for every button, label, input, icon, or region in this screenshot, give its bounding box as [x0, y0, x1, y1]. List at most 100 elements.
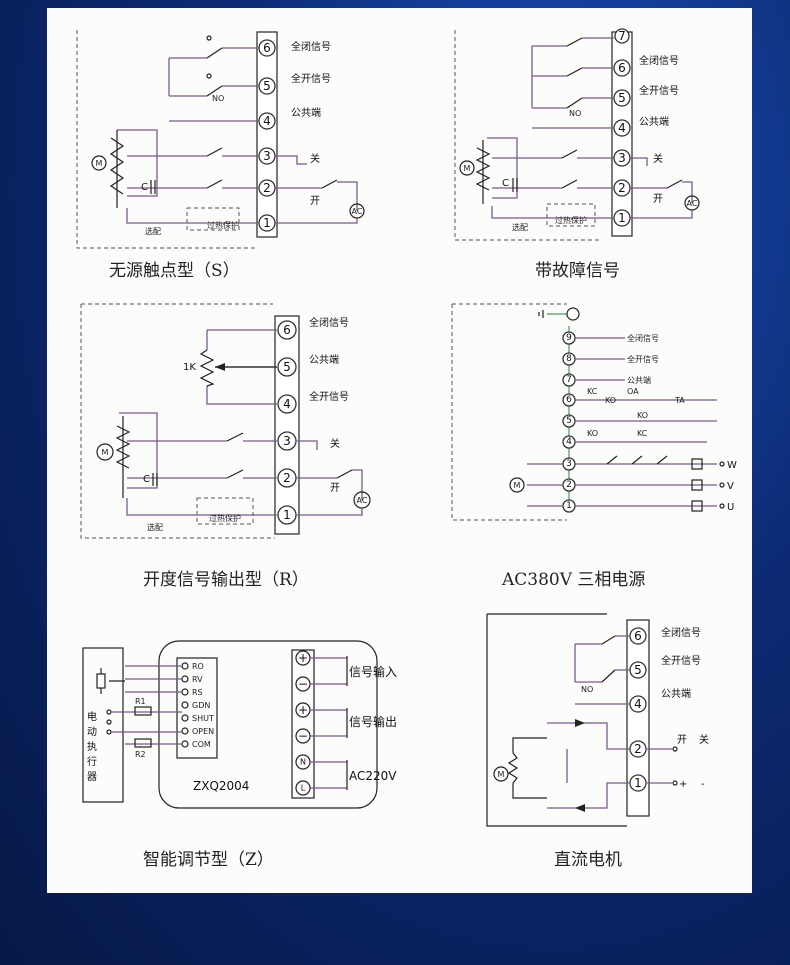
svg-text:M: M	[464, 164, 471, 173]
svg-text:公共端: 公共端	[627, 375, 651, 385]
svg-text:NO: NO	[212, 94, 224, 103]
svg-text:全开信号: 全开信号	[627, 354, 659, 364]
terminals-ac380: 9 8 7 6 5 4 3 2 1	[562, 331, 576, 513]
svg-text:7: 7	[566, 375, 572, 385]
svg-text:全闭信号: 全闭信号	[661, 626, 701, 639]
svg-text:4: 4	[618, 121, 626, 135]
svg-text:C: C	[143, 474, 150, 485]
svg-text:V: V	[727, 481, 734, 492]
svg-text:OPEN: OPEN	[192, 727, 214, 736]
svg-text:开: 开	[677, 735, 687, 746]
svg-text:OA: OA	[627, 387, 639, 396]
z-terminals: + − + − N L	[295, 650, 311, 796]
svg-text:N: N	[300, 758, 306, 767]
svg-text:5: 5	[263, 79, 271, 93]
svg-text:4: 4	[634, 697, 642, 711]
svg-text:TA: TA	[674, 396, 685, 405]
wiring-diagram-sheet: 6 5 4 3 2 1 NO M C 过热保护 选配 AC 全闭信号 全开信号 …	[47, 8, 752, 893]
svg-text:KC: KC	[587, 387, 598, 396]
svg-text:选配: 选配	[147, 522, 163, 532]
label-s-t5: 全开信号	[291, 72, 331, 85]
svg-text:COM: COM	[192, 740, 211, 749]
svg-text:R1: R1	[135, 697, 146, 706]
svg-text:AC: AC	[352, 207, 363, 216]
svg-text:全开信号: 全开信号	[661, 654, 701, 667]
svg-text:6: 6	[283, 323, 291, 337]
svg-text:AC220V: AC220V	[349, 769, 397, 783]
svg-text:NO: NO	[581, 685, 593, 694]
svg-text:1: 1	[263, 216, 271, 230]
svg-text:5: 5	[283, 360, 291, 374]
svg-text:全开信号: 全开信号	[309, 390, 349, 403]
caption-dc: 直流电机	[554, 850, 622, 870]
svg-text:C: C	[141, 182, 148, 193]
svg-text:KO: KO	[587, 429, 598, 438]
svg-text:NO: NO	[569, 109, 581, 118]
svg-text:9: 9	[566, 333, 572, 343]
svg-text:5: 5	[618, 91, 626, 105]
svg-text:2: 2	[263, 181, 271, 195]
svg-text:1: 1	[283, 508, 291, 522]
caption-fault: 带故障信号	[535, 261, 620, 281]
svg-text:+: +	[298, 703, 308, 717]
panel-z: 电 动 执 行 器 RO RV RS GDN SHUT OPEN COM ZXQ…	[82, 640, 397, 809]
caption-s: 无源触点型（S）	[109, 261, 240, 281]
svg-text:行: 行	[87, 755, 97, 768]
svg-text:信号输出: 信号输出	[349, 714, 397, 729]
terminals-r: 6 5 4 3 2 1	[277, 320, 297, 525]
svg-text:3: 3	[263, 149, 271, 163]
svg-text:选配: 选配	[512, 222, 528, 232]
svg-text:5: 5	[634, 663, 642, 677]
svg-text:-: -	[701, 779, 705, 790]
svg-text:M: M	[102, 448, 109, 457]
svg-text:关: 关	[330, 437, 340, 450]
svg-text:U: U	[727, 502, 734, 513]
svg-text:公共端: 公共端	[639, 115, 669, 128]
svg-text:关: 关	[653, 152, 663, 165]
svg-text:3: 3	[618, 151, 626, 165]
svg-text:开: 开	[330, 483, 340, 494]
svg-text:信号输入: 信号输入	[349, 664, 397, 679]
svg-text:2: 2	[566, 480, 572, 490]
svg-text:+: +	[679, 779, 687, 790]
panel-dc: 6 5 4 2 1 NO M 全闭信号 全开信号 公共端 开 关 + -	[486, 613, 709, 827]
svg-text:C: C	[502, 178, 509, 189]
panel-ac380: 9 8 7 6 5 4 3 2 1 全闭信号 全开信号 公共端 KC KO OA…	[451, 303, 737, 521]
svg-text:SHUT: SHUT	[192, 714, 214, 723]
caption-ac380: AC380V 三相电源	[502, 570, 646, 590]
svg-text:过热保护: 过热保护	[209, 513, 241, 523]
svg-text:M: M	[498, 770, 505, 779]
svg-text:6: 6	[634, 629, 642, 643]
actuator-box	[82, 647, 124, 803]
svg-text:过热保护: 过热保护	[207, 220, 239, 230]
svg-text:6: 6	[618, 61, 626, 75]
wiring-diagrams: 6 5 4 3 2 1 NO M C 过热保护 选配 AC 全闭信号 全开信号 …	[76, 28, 737, 827]
svg-text:M: M	[514, 481, 521, 490]
svg-text:AC: AC	[357, 496, 368, 505]
svg-text:+: +	[298, 651, 308, 665]
label-s-t4: 公共端	[291, 106, 321, 119]
svg-text:2: 2	[634, 742, 642, 756]
panel-s: 6 5 4 3 2 1 NO M C 过热保护 选配 AC 全闭信号 全开信号 …	[76, 30, 365, 249]
svg-text:−: −	[298, 677, 308, 691]
svg-text:7: 7	[618, 29, 626, 43]
svg-text:KO: KO	[605, 396, 616, 405]
svg-text:执: 执	[87, 740, 97, 753]
svg-text:L: L	[301, 784, 306, 793]
svg-text:2: 2	[618, 181, 626, 195]
svg-text:全闭信号: 全闭信号	[309, 316, 349, 329]
svg-text:AC: AC	[687, 199, 698, 208]
svg-text:过热保护: 过热保护	[555, 215, 587, 225]
svg-text:4: 4	[283, 397, 291, 411]
svg-text:全闭信号: 全闭信号	[639, 54, 679, 67]
svg-text:开: 开	[653, 194, 663, 205]
label-s-t2: 开	[310, 196, 320, 207]
svg-text:KC: KC	[637, 429, 648, 438]
terminals-fault: 7 6 5 4 3 2 1	[613, 28, 631, 227]
svg-text:3: 3	[566, 459, 572, 469]
label-s-t6: 全闭信号	[291, 40, 331, 53]
svg-text:选配: 选配	[145, 226, 161, 236]
svg-text:M: M	[96, 159, 103, 168]
svg-text:公共端: 公共端	[661, 687, 691, 700]
svg-text:6: 6	[263, 41, 271, 55]
